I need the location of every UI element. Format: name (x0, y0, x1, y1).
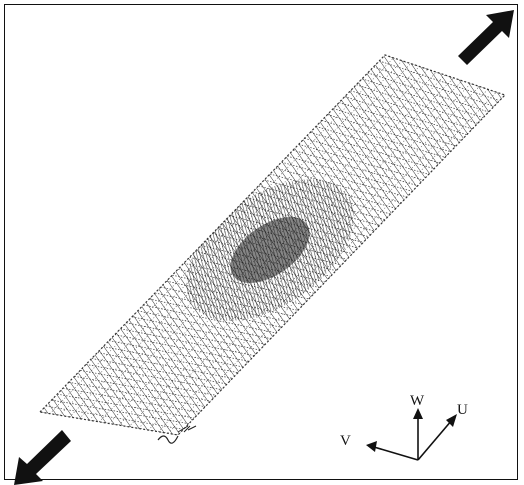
mesh-line (80, 370, 217, 396)
mesh-line (321, 120, 446, 158)
mesh-line (275, 167, 402, 204)
mesh-line (68, 381, 206, 408)
mesh-line (361, 78, 484, 118)
mesh-line (51, 399, 189, 425)
mesh-line (379, 60, 500, 101)
corner-node-marker (157, 425, 197, 444)
mesh-line (79, 66, 420, 419)
axis-triad (366, 408, 457, 461)
mesh-line (327, 114, 451, 153)
mesh-line (45, 405, 184, 430)
mesh-line (108, 340, 244, 368)
mesh-line (269, 173, 397, 209)
mesh-line (338, 102, 462, 141)
mesh-line (91, 358, 228, 385)
mesh-line (103, 346, 239, 374)
axis-label-u: U (457, 402, 468, 418)
axis-label-w: W (410, 393, 425, 409)
tension-arrow-icon (14, 430, 71, 485)
axis-label-v: V (340, 433, 351, 449)
mesh-line (85, 364, 222, 391)
mesh-line (304, 137, 429, 175)
mesh-line (373, 66, 495, 107)
mesh-line (62, 387, 200, 413)
mesh-line (287, 155, 413, 192)
mesh-line (310, 132, 435, 170)
mesh-line (69, 63, 411, 418)
mesh-line (97, 352, 233, 379)
figure-frame (4, 4, 518, 480)
mesh-line (292, 149, 418, 187)
mesh-line (356, 84, 478, 124)
mesh-line (281, 161, 407, 198)
mesh-strip (38, 54, 507, 436)
mesh-line (167, 91, 497, 434)
mesh-line (384, 55, 505, 96)
tension-arrow-icon (458, 10, 514, 65)
mesh-line (298, 143, 424, 181)
mesh-line (344, 96, 467, 136)
